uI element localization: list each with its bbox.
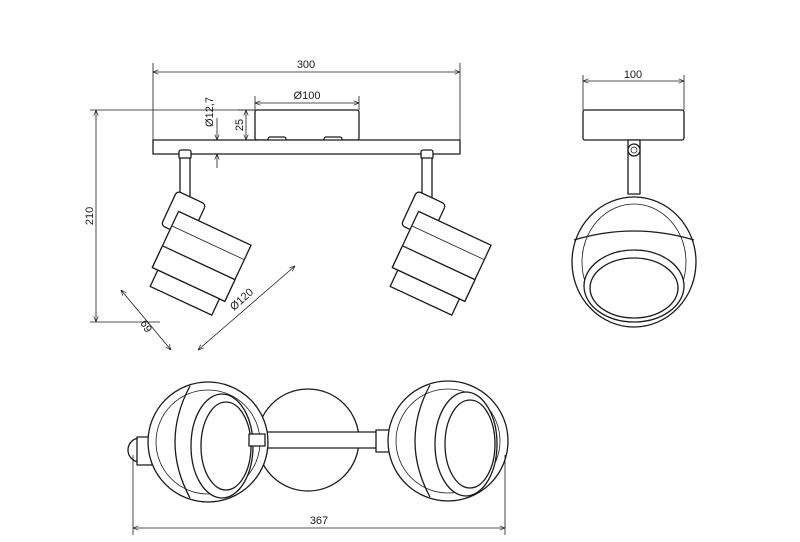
dim-max-spread: 367 — [132, 455, 506, 535]
bottom-bar — [247, 431, 393, 449]
bottom-view: 367 — [127, 380, 509, 535]
side-view: 100 — [571, 69, 697, 328]
dim-canopy-diameter: Ø100 — [254, 90, 360, 110]
dim-label-100: 100 — [624, 69, 642, 81]
dim-label-69: 69 — [137, 318, 154, 335]
side-shade — [571, 196, 697, 328]
dim-shade-depth: 69 — [121, 290, 171, 350]
dim-label-d12-7: Ø12,7 — [204, 97, 216, 127]
dim-label-25: 25 — [234, 119, 246, 131]
bottom-left-shade — [127, 381, 269, 503]
dim-overall-width: 300 — [152, 59, 461, 140]
right-spot — [389, 149, 492, 316]
side-canopy — [582, 109, 685, 141]
dim-label-367: 367 — [310, 515, 328, 527]
dim-canopy-height: 25 — [234, 109, 255, 141]
dim-side-width: 100 — [582, 69, 685, 110]
bottom-right-shade — [375, 380, 509, 502]
front-view: 300 Ø100 25 Ø12,7 210 — [84, 59, 492, 350]
dim-label-300: 300 — [297, 59, 315, 71]
front-bar — [152, 139, 461, 155]
dim-label-210: 210 — [84, 207, 96, 225]
dim-label-d120: Ø120 — [228, 286, 256, 313]
front-canopy — [254, 109, 360, 141]
dim-bar-thickness: Ø12,7 — [204, 97, 217, 168]
dim-label-d100: Ø100 — [294, 90, 321, 102]
